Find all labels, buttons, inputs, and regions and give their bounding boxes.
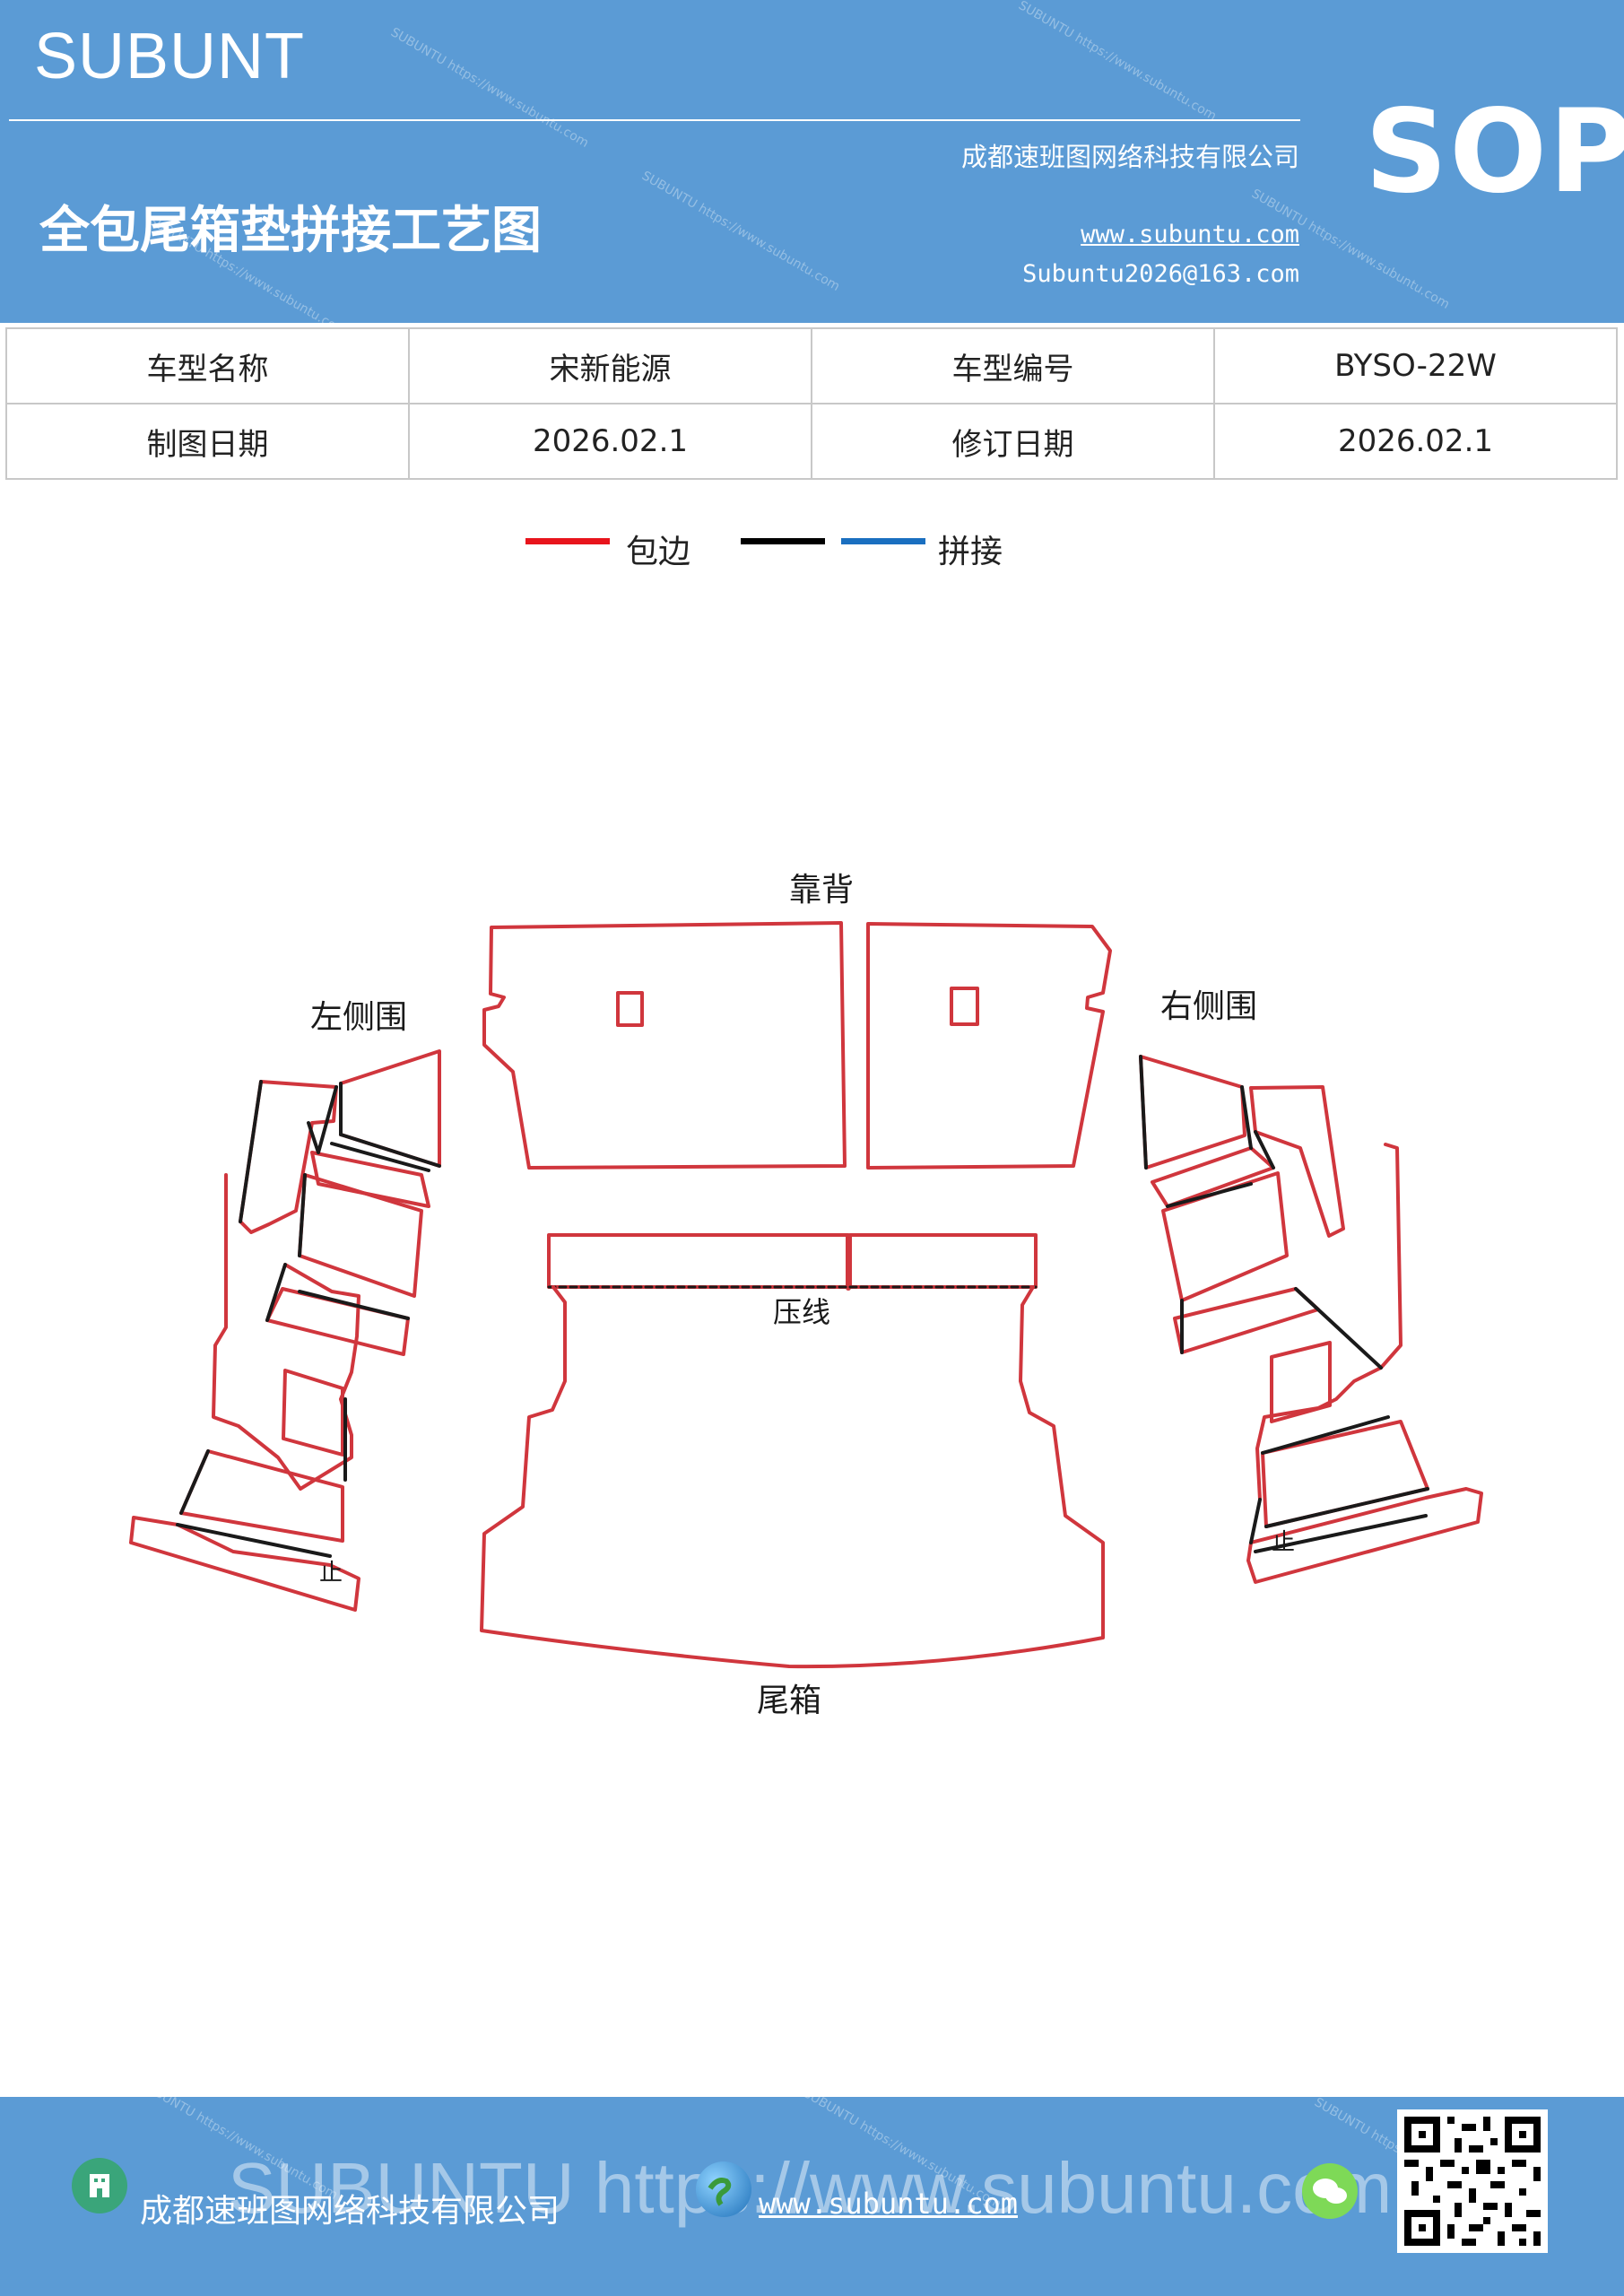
footer-banner: SUBUNTU https://www.subuntu.com SUBUNTU … [0, 2097, 1624, 2296]
table-cell-value: 宋新能源 [408, 327, 812, 404]
footer-company-name: 成都速班图网络科技有限公司 [140, 2193, 560, 2230]
right-side-outer-edge [1255, 1143, 1403, 1501]
trunk-top-strip-left [547, 1233, 849, 1289]
vehicle-info-table: 车型名称 宋新能源 车型编号 BYSO-22W 制图日期 2026.02.1 修… [5, 327, 1618, 480]
right-side-lower-panel [1261, 1420, 1429, 1528]
backrest-right-cutout [950, 987, 979, 1026]
label-left-side: 左侧围 [310, 999, 407, 1036]
left-side-panel-b [298, 1173, 423, 1298]
right-side-seam [1139, 1055, 1429, 1553]
table-row: 车型名称 宋新能源 车型编号 BYSO-22W [5, 327, 1618, 404]
company-name: 成都速班图网络科技有限公司 [960, 142, 1299, 172]
brand-name: SUBUNT [34, 21, 306, 92]
legend-swatch-black [741, 538, 825, 544]
table-cell-label: 车型编号 [811, 327, 1215, 404]
globe-icon [696, 2161, 751, 2217]
legend-label-seam: 拼接 [938, 534, 1003, 570]
left-stop-marker: 止 [319, 1560, 343, 1587]
qr-code [1397, 2109, 1548, 2253]
table-row: 制图日期 2026.02.1 修订日期 2026.02.1 [5, 403, 1618, 480]
right-side-window [1270, 1341, 1332, 1423]
line-legend: 包边 拼接 [0, 520, 1624, 574]
label-right-side: 右侧围 [1160, 988, 1257, 1025]
table-cell-value: BYSO-22W [1213, 327, 1618, 404]
table-cell-value: 2026.02.1 [408, 403, 812, 480]
right-side-top-panel [1139, 1055, 1246, 1170]
sop-badge: SOP [1365, 85, 1624, 219]
footer-website-link[interactable]: www.subuntu.com [759, 2187, 1018, 2221]
left-side-lower-panel [179, 1449, 344, 1543]
footer-watermark: SUBUNTU https://www.subuntu.com [228, 2148, 1393, 2228]
legend-label-edge: 包边 [626, 534, 691, 570]
right-side-panel-c [1173, 1287, 1320, 1354]
email-address: Subuntu2026@163.com [1022, 260, 1299, 288]
backrest-left-cutout [616, 991, 644, 1027]
trunk-top-strip-right [848, 1233, 1038, 1289]
label-trunk: 尾箱 [757, 1683, 821, 1719]
left-side-panel-a [310, 1151, 430, 1208]
backrest-left-panel [482, 921, 847, 1170]
wechat-icon [1302, 2163, 1358, 2219]
table-cell-label: 修订日期 [811, 403, 1215, 480]
right-stop-marker: 止 [1272, 1529, 1295, 1556]
table-cell-value: 2026.02.1 [1213, 403, 1618, 480]
backrest-right-panel [866, 922, 1112, 1170]
label-crease: 压线 [773, 1295, 830, 1329]
website-link[interactable]: www.subuntu.com [1081, 221, 1299, 248]
right-side-panel-a [1151, 1146, 1275, 1208]
header-divider [9, 119, 1300, 121]
left-side-panel-c [265, 1287, 410, 1356]
left-side-bottom-strip [129, 1516, 360, 1612]
header-banner: SUBUNTU https://www.subuntu.com SUBUNTU … [0, 0, 1624, 323]
left-side-window [282, 1369, 344, 1457]
trunk-floor-panel [480, 1285, 1105, 1669]
table-cell-label: 制图日期 [5, 403, 410, 480]
left-side-edge [239, 1080, 338, 1234]
label-backrest: 靠背 [789, 872, 854, 909]
left-side-outer-edge [212, 1173, 360, 1491]
legend-swatch-blue [841, 538, 925, 544]
building-icon [72, 2158, 127, 2213]
document-title: 全包尾箱垫拼接工艺图 [39, 201, 542, 260]
table-cell-label: 车型名称 [5, 327, 410, 404]
legend-swatch-red [525, 538, 610, 544]
right-side-bottom-strip [1246, 1487, 1483, 1584]
left-side-seam [176, 1080, 441, 1558]
